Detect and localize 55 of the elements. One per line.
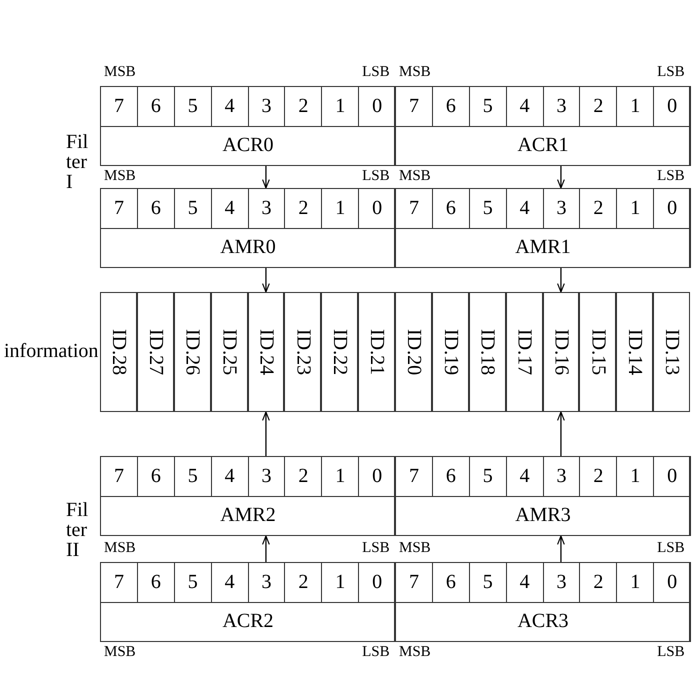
filter-label: Filter I — [66, 132, 90, 192]
bit-order-label: MSB — [104, 168, 136, 185]
register-block — [395, 86, 690, 166]
bit-order-label: LSB — [657, 644, 685, 661]
bit-order-label: MSB — [104, 540, 136, 557]
arrow — [262, 268, 270, 293]
bit-order-label: MSB — [399, 64, 431, 81]
arrow — [262, 535, 270, 562]
register-block — [100, 562, 395, 642]
id-bit-cell: ID.24 — [248, 292, 284, 412]
id-bit-cell: ID.26 — [174, 292, 211, 412]
bit-order-label: MSB — [399, 644, 431, 661]
register-block — [100, 188, 395, 268]
id-bit-cell: ID.25 — [210, 292, 248, 412]
bit-order-label: MSB — [104, 644, 136, 661]
id-bit-cell: ID.16 — [542, 292, 580, 412]
register-block — [395, 456, 690, 536]
bit-order-label: MSB — [104, 64, 136, 81]
arrow — [557, 411, 565, 456]
bit-order-label: MSB — [399, 540, 431, 557]
information-label: information — [4, 340, 98, 363]
bit-order-label: LSB — [657, 168, 685, 185]
id-bit-cell: ID.22 — [321, 292, 358, 412]
id-bit-cell: ID.13 — [653, 292, 690, 412]
bit-order-label: LSB — [362, 168, 390, 185]
bit-order-label: MSB — [399, 168, 431, 185]
register-block — [100, 86, 395, 166]
arrow — [557, 535, 565, 562]
bit-order-label: LSB — [657, 64, 685, 81]
id-bit-cell: ID.27 — [136, 292, 174, 412]
bit-cell: 0 — [653, 86, 691, 127]
id-bit-cell: ID.18 — [468, 292, 506, 412]
bit-order-label: LSB — [362, 540, 390, 557]
register-block — [395, 188, 690, 268]
arrow — [262, 411, 270, 456]
id-bit-cell: ID.17 — [506, 292, 542, 412]
filter-label: Filter II — [66, 500, 90, 560]
arrow — [557, 166, 565, 189]
arrow — [557, 268, 565, 293]
bit-order-label: LSB — [657, 540, 685, 557]
register-block — [100, 456, 395, 536]
id-bit-cell: ID.21 — [358, 292, 395, 412]
id-bit-cell: ID.23 — [284, 292, 322, 412]
bit-cell: 0 — [653, 562, 691, 603]
bit-order-label: LSB — [362, 64, 390, 81]
id-bit-cell: ID.14 — [616, 292, 654, 412]
id-bit-cell: ID.28 — [100, 292, 137, 412]
bit-cell: 0 — [653, 188, 691, 229]
arrow — [262, 166, 270, 189]
id-bit-cell: ID.19 — [432, 292, 469, 412]
bit-cell: 0 — [653, 456, 691, 497]
bit-order-label: LSB — [362, 644, 390, 661]
id-bit-cell: ID.15 — [579, 292, 616, 412]
id-bit-cell: ID.20 — [395, 292, 432, 412]
register-block — [395, 562, 690, 642]
